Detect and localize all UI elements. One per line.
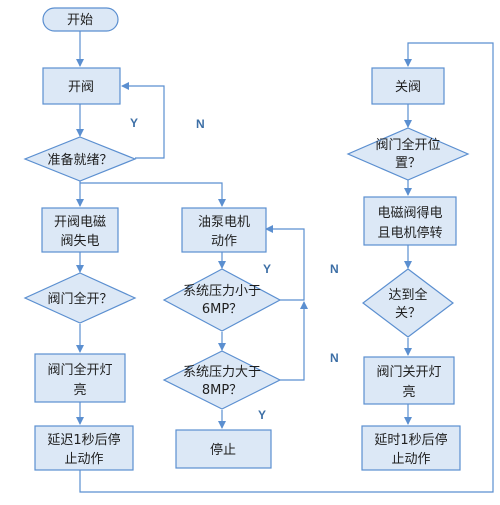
decision-valve-full-open: 阀门全开？ — [23, 272, 137, 324]
node-delay-stop-right-line1: 延时1秒后停 — [374, 432, 447, 448]
node-close-lamp-on-line2: 亮 — [402, 384, 415, 400]
node-pump-start-line1: 油泵电机 — [198, 215, 250, 230]
decision-valve-full-open-text: 阀门全开？ — [47, 291, 112, 307]
node-stop: 停止 — [175, 429, 272, 469]
node-delay-stop-left: 延迟1秒后停 止动作 — [34, 425, 134, 471]
decision-valve-open-position-line1: 阀门全开位 — [375, 137, 440, 153]
node-delay-stop-right-line2: 止动作 — [391, 452, 430, 467]
node-pump-start-line2: 动作 — [211, 234, 237, 249]
node-open-lamp-on-line2: 亮 — [73, 382, 86, 398]
decision-reach-closed-line2: 关？ — [395, 306, 421, 321]
node-delay-stop-right: 延时1秒后停 止动作 — [361, 425, 461, 471]
decision-pressure-lt-6-line1: 系统压力小于 — [183, 284, 261, 299]
node-close-valve-text: 关阀 — [395, 80, 421, 95]
decision-pressure-lt-6: 系统压力小于 6MP？ — [162, 268, 282, 332]
node-delay-stop-left-line2: 止动作 — [64, 452, 103, 467]
node-valve-motor-run-line1: 电磁阀得电 — [377, 205, 442, 221]
decision-pressure-lt-6-line2: 6MP？ — [202, 302, 242, 317]
node-open-lamp-on: 阀门全开灯 亮 — [34, 353, 126, 403]
arrow-delay-to-close — [79, 42, 494, 493]
node-close-lamp-on: 阀门关开灯 亮 — [363, 356, 455, 405]
arrow-ready-to-pump — [80, 182, 226, 207]
node-delay-stop-left-line1: 延迟1秒后停 — [47, 432, 120, 448]
node-valve-motor-run-line2: 且电机停转 — [377, 225, 442, 241]
node-valve-power-off-line1: 开阀电磁 — [54, 215, 106, 230]
decision-pressure-gt-8-line2: 8MP？ — [202, 383, 242, 398]
node-open-lamp-on-line1: 阀门全开灯 — [47, 362, 112, 378]
label-ready-no: N — [196, 117, 205, 131]
arrow-p8-loop — [280, 301, 308, 381]
decision-ready-text: 准备就绪？ — [47, 152, 112, 168]
label-p6-no: N — [330, 262, 339, 276]
node-start: 开始 — [42, 7, 119, 32]
decision-reach-closed: 达到全 关？ — [362, 268, 454, 338]
label-p8-no: N — [330, 351, 339, 365]
node-start-text: 开始 — [67, 13, 93, 28]
label-ready-yes: Y — [130, 116, 138, 130]
arrow-p6-loop — [265, 225, 305, 301]
decision-valve-open-position-line2: 置？ — [395, 156, 421, 171]
decision-ready: 准备就绪？ — [23, 136, 137, 182]
arrow-ready-loop-back — [121, 82, 165, 159]
node-open-valve: 开阀 — [42, 67, 121, 105]
node-close-lamp-on-line1: 阀门关开灯 — [376, 365, 441, 380]
decision-pressure-gt-8-line1: 系统压力大于 — [183, 365, 261, 380]
node-stop-text: 停止 — [210, 442, 236, 458]
node-open-valve-text: 开阀 — [68, 80, 94, 95]
decision-reach-closed-line1: 达到全 — [388, 287, 427, 303]
decision-valve-open-position: 阀门全开位 置？ — [346, 127, 470, 181]
node-pump-start: 油泵电机 动作 — [181, 207, 267, 253]
node-valve-motor-run: 电磁阀得电 且电机停转 — [363, 196, 457, 246]
label-p8-yes: Y — [258, 408, 266, 422]
node-valve-power-off-line2: 阀失电 — [60, 234, 99, 249]
label-p6-yes: Y — [263, 262, 271, 276]
node-valve-power-off: 开阀电磁 阀失电 — [41, 207, 119, 253]
decision-pressure-gt-8: 系统压力大于 8MP？ — [162, 350, 282, 410]
node-close-valve: 关阀 — [371, 67, 445, 105]
connectors — [76, 31, 494, 493]
